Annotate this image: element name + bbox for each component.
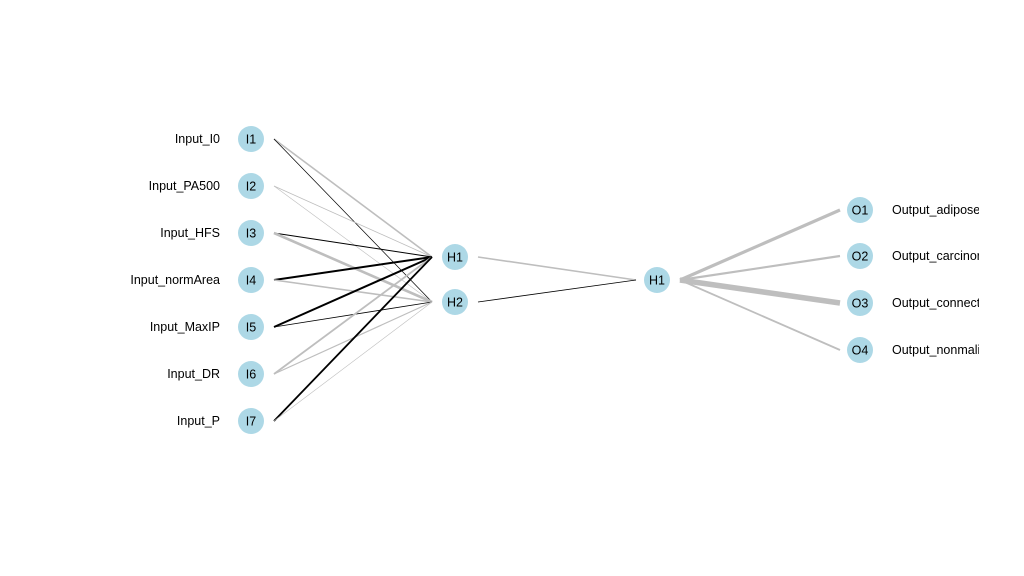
output-node-o1: O1 <box>847 197 873 223</box>
svg-text:I2: I2 <box>246 180 256 194</box>
hidden-to-hidden-connections <box>477 256 637 303</box>
connection <box>679 208 841 282</box>
hidden-layer-2: H1 <box>644 267 670 293</box>
connection <box>273 138 433 303</box>
output-label-adipose: Output_adipose <box>892 203 980 217</box>
svg-text:H1: H1 <box>649 274 665 288</box>
input-node-i1: I1 <box>238 126 264 152</box>
output-node-o2: O2 <box>847 243 873 269</box>
hidden-layer-1: H1 H2 <box>442 244 468 315</box>
input-to-hidden-connections <box>273 138 433 422</box>
connection <box>679 254 841 282</box>
input-label-normarea: Input_normArea <box>130 273 220 287</box>
output-node-o3: O3 <box>847 290 873 316</box>
connection <box>679 277 841 306</box>
svg-text:I5: I5 <box>246 321 256 335</box>
connection <box>273 256 433 375</box>
connection <box>273 185 433 303</box>
input-label-pa500: Input_PA500 <box>149 179 220 193</box>
svg-text:I7: I7 <box>246 415 256 429</box>
svg-text:I6: I6 <box>246 368 256 382</box>
connection <box>273 301 433 422</box>
output-label-connective: Output_connect <box>892 296 981 310</box>
input-node-i4: I4 <box>238 267 264 293</box>
input-layer: I1 I2 I3 I4 I5 I6 I7 <box>238 126 264 434</box>
hidden-to-output-connections <box>679 208 841 351</box>
connection <box>273 256 433 328</box>
input-labels: Input_I0 Input_PA500 Input_HFS Input_nor… <box>130 132 220 428</box>
output-node-o4: O4 <box>847 337 873 363</box>
input-label-maxip: Input_MaxIP <box>150 320 220 334</box>
input-node-i2: I2 <box>238 173 264 199</box>
svg-text:O4: O4 <box>852 344 869 358</box>
hidden-node-h2: H2 <box>442 289 468 315</box>
hidden2-node-h1: H1 <box>644 267 670 293</box>
svg-text:H2: H2 <box>447 296 463 310</box>
connection <box>273 138 433 258</box>
output-label-nonmalignant: Output_nonmali <box>892 343 980 357</box>
input-node-i5: I5 <box>238 314 264 340</box>
svg-text:I4: I4 <box>246 274 256 288</box>
svg-text:O3: O3 <box>852 297 869 311</box>
input-node-i6: I6 <box>238 361 264 387</box>
connection <box>477 256 637 281</box>
output-label-carcinoma: Output_carcinor <box>892 249 981 263</box>
svg-text:O2: O2 <box>852 250 869 264</box>
input-label-hfs: Input_HFS <box>160 226 220 240</box>
input-label-dr: Input_DR <box>167 367 220 381</box>
connection <box>273 185 433 258</box>
input-label-i0: Input_I0 <box>175 132 220 146</box>
input-node-i7: I7 <box>238 408 264 434</box>
input-node-i3: I3 <box>238 220 264 246</box>
hidden-node-h1: H1 <box>442 244 468 270</box>
svg-text:H1: H1 <box>447 251 463 265</box>
svg-text:O1: O1 <box>852 204 869 218</box>
connection <box>273 232 433 258</box>
output-layer: O1 O2 O3 O4 <box>847 197 873 363</box>
svg-text:I3: I3 <box>246 227 256 241</box>
connection <box>477 279 637 303</box>
input-label-p: Input_P <box>177 414 220 428</box>
connection <box>273 256 433 281</box>
connection <box>679 279 841 351</box>
output-labels: Output_adipose Output_carcinor Output_co… <box>892 203 981 357</box>
svg-text:I1: I1 <box>246 133 256 147</box>
connection <box>273 256 433 422</box>
